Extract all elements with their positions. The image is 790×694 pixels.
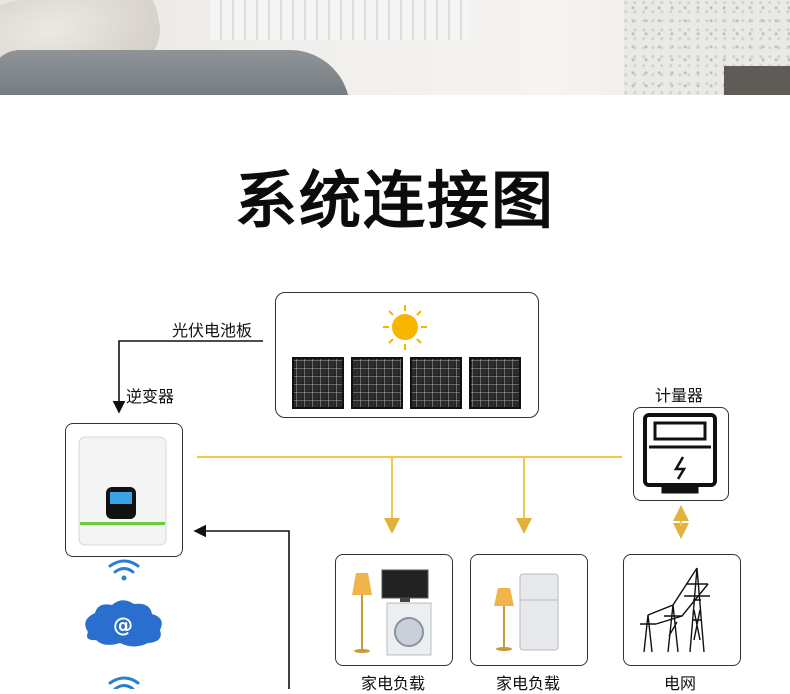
washing-machine-icon [386, 602, 432, 656]
power-line [197, 456, 689, 539]
lamp-icon [494, 588, 514, 651]
radiator [210, 0, 470, 40]
label-meter: 计量器 [655, 386, 704, 405]
shelf [724, 66, 790, 95]
label-load-2: 家电负载 [496, 674, 561, 693]
lamp-icon [352, 573, 372, 653]
sun-icon [383, 305, 427, 350]
panel-to-inverter-line [112, 340, 263, 414]
solar-panel-icon [292, 357, 521, 409]
cloud-symbol: @ [113, 613, 133, 637]
label-load-1: 家电负载 [361, 674, 426, 693]
grid-box [623, 554, 741, 666]
return-line [193, 524, 290, 689]
page-title: 系统连接图 [234, 164, 555, 237]
fridge-icon [519, 573, 559, 651]
power-tower-icon [640, 567, 710, 653]
tv-icon [381, 569, 429, 602]
label-solar-panel: 光伏电池板 [172, 321, 253, 340]
label-grid: 电网 [664, 674, 697, 693]
meter-icon [643, 413, 717, 494]
wifi-icon [108, 559, 140, 689]
hero-photo [0, 0, 790, 95]
cloud-icon [85, 600, 162, 647]
label-inverter: 逆变器 [126, 387, 175, 406]
inverter-device [78, 436, 167, 546]
sofa [0, 50, 350, 95]
